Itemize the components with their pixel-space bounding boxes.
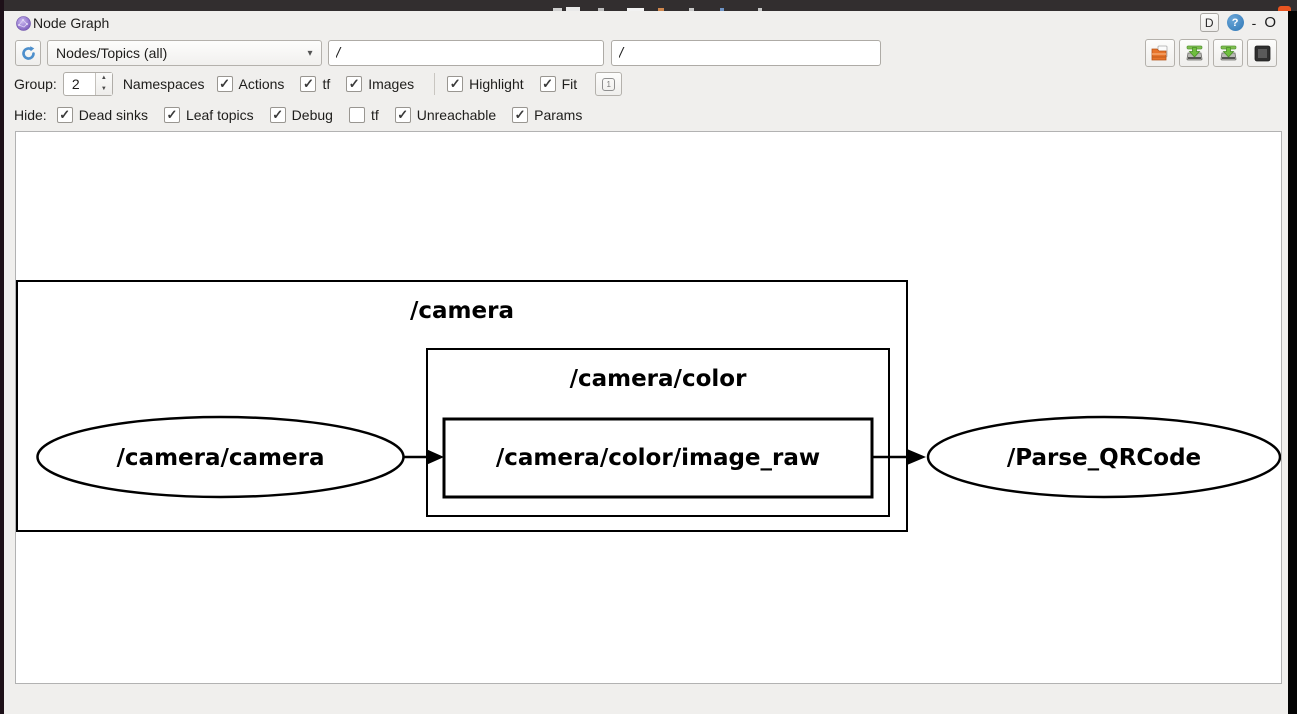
node-graph-svg: /camera /camera/color /camera/camera /ca… xyxy=(16,280,1282,532)
topic-image-raw-label: /camera/color/image_raw xyxy=(496,445,820,471)
group-value: 2 xyxy=(71,76,80,92)
node-filter-input[interactable] xyxy=(328,40,604,66)
spin-up-icon[interactable]: ▲ xyxy=(100,75,107,81)
checkbox-label: Fit xyxy=(561,76,578,92)
cropped-icon-fragment xyxy=(689,8,694,11)
save-drive-green-arrow-icon xyxy=(1219,45,1238,62)
page-title: Node Graph xyxy=(33,15,110,31)
refresh-button[interactable] xyxy=(15,40,41,66)
checkbox-debug[interactable]: ✓ Debug xyxy=(269,107,333,123)
minimize-button[interactable]: - xyxy=(1251,14,1257,31)
hide-label: Hide: xyxy=(14,107,47,123)
checkbox-icon[interactable]: ✓ xyxy=(512,107,529,123)
view-mode-select[interactable]: Nodes/Topics (all) ▾ xyxy=(47,40,322,66)
help-button[interactable]: ? xyxy=(1226,14,1244,31)
checkbox-hide-tf[interactable]: tf xyxy=(348,107,379,123)
checkbox-icon[interactable]: ✓ xyxy=(216,76,233,92)
checkbox-highlight[interactable]: ✓ Highlight xyxy=(447,76,524,92)
checkbox-unreachable[interactable]: ✓ Unreachable xyxy=(394,107,497,123)
zoom-original-icon: 1 xyxy=(602,77,616,91)
options-row: Group: 2 ▲▼ Namespaces ✓ Actions ✓ tf ✓ … xyxy=(4,72,1288,96)
window-edge-left xyxy=(0,0,4,714)
cropped-icon-fragment xyxy=(553,8,562,11)
cluster-camera-color-label: /camera/color xyxy=(570,366,748,392)
node-camera-camera-label: /camera/camera xyxy=(117,445,325,471)
open-dot-button[interactable] xyxy=(1145,39,1175,67)
graph-canvas[interactable]: /camera /camera/color /camera/camera /ca… xyxy=(15,131,1282,684)
fit-in-view-button[interactable]: 1 xyxy=(595,72,623,96)
cropped-icon-fragment xyxy=(627,8,644,11)
spin-down-icon[interactable]: ▼ xyxy=(100,86,107,92)
save-image-button[interactable] xyxy=(1247,39,1277,67)
topic-filter-input[interactable] xyxy=(611,40,881,66)
checkbox-icon[interactable]: ✓ xyxy=(163,107,180,123)
node-camera-camera[interactable] xyxy=(36,415,405,499)
checkbox-tf[interactable]: ✓ tf xyxy=(300,76,330,92)
checkbox-leaf-topics[interactable]: ✓ Leaf topics xyxy=(163,107,254,123)
refresh-icon xyxy=(20,45,37,62)
checkbox-icon[interactable]: ✓ xyxy=(269,107,286,123)
checkbox-label: Leaf topics xyxy=(185,107,254,123)
group-spinbox[interactable]: 2 ▲▼ xyxy=(62,72,113,96)
checkbox-label: Highlight xyxy=(469,76,524,92)
checkbox-label: tf xyxy=(370,107,379,123)
edge-image-raw-to-parse-qrcode xyxy=(872,449,926,465)
checkbox-icon[interactable] xyxy=(348,107,365,123)
checkbox-label: Actions xyxy=(238,76,285,92)
save-dot-button[interactable] xyxy=(1179,39,1209,67)
cropped-icon-fragment xyxy=(720,8,724,11)
checkbox-images[interactable]: ✓ Images xyxy=(346,76,414,92)
checkbox-icon[interactable]: ✓ xyxy=(447,76,464,92)
checkbox-icon[interactable]: ✓ xyxy=(56,107,73,123)
window-edge-right xyxy=(1288,11,1297,714)
cluster-camera-label: /camera xyxy=(410,298,514,324)
save-drive-green-arrow-icon xyxy=(1185,45,1204,62)
hide-row: Hide: ✓ Dead sinks ✓ Leaf topics ✓ Debug… xyxy=(4,103,1288,127)
spinbox-arrows[interactable]: ▲▼ xyxy=(94,73,112,95)
group-label: Group: xyxy=(14,76,57,92)
chevron-down-icon: ▾ xyxy=(307,47,313,59)
topic-image-raw[interactable] xyxy=(442,417,874,499)
checkbox-icon[interactable]: ✓ xyxy=(346,76,363,92)
separator xyxy=(434,73,436,95)
rqt-graph-icon xyxy=(16,15,31,31)
cropped-icon-fragment xyxy=(758,8,762,11)
float-button[interactable]: O xyxy=(1264,14,1276,31)
checkbox-label: tf xyxy=(322,76,331,92)
open-folder-icon xyxy=(1151,45,1170,62)
dock-button[interactable]: D xyxy=(1199,13,1219,32)
checkbox-icon[interactable]: ✓ xyxy=(539,76,556,92)
dark-square-image-icon xyxy=(1254,45,1271,62)
node-parse-qrcode-label: /Parse_QRCode xyxy=(1007,445,1201,471)
view-mode-value: Nodes/Topics (all) xyxy=(56,45,168,61)
save-svg-button[interactable] xyxy=(1213,39,1243,67)
checkbox-icon[interactable]: ✓ xyxy=(300,76,317,92)
checkbox-label: Debug xyxy=(291,107,333,123)
checkbox-label: Images xyxy=(368,76,415,92)
checkbox-label: Unreachable xyxy=(416,107,497,123)
edge-camera-to-image-raw xyxy=(404,449,444,465)
toolbar: Nodes/Topics (all) ▾ xyxy=(4,39,1288,67)
namespaces-label: Namespaces xyxy=(122,76,205,92)
plugin-title-bar: Node Graph D ? - O xyxy=(4,12,1288,38)
checkbox-dead-sinks[interactable]: ✓ Dead sinks xyxy=(56,107,148,123)
cropped-icon-fragment xyxy=(566,7,580,11)
cropped-icon-fragment xyxy=(658,8,664,11)
checkbox-fit[interactable]: ✓ Fit xyxy=(539,76,578,92)
checkbox-icon[interactable]: ✓ xyxy=(394,107,411,123)
checkbox-label: Dead sinks xyxy=(78,107,148,123)
node-parse-qrcode[interactable] xyxy=(926,415,1282,499)
checkbox-actions[interactable]: ✓ Actions xyxy=(216,76,285,92)
cropped-icon-fragment xyxy=(598,8,604,11)
cropped-icon-fragment xyxy=(1278,6,1291,11)
desktop-top-bar xyxy=(0,0,1297,11)
checkbox-label: Params xyxy=(534,107,583,123)
checkbox-params[interactable]: ✓ Params xyxy=(512,107,582,123)
